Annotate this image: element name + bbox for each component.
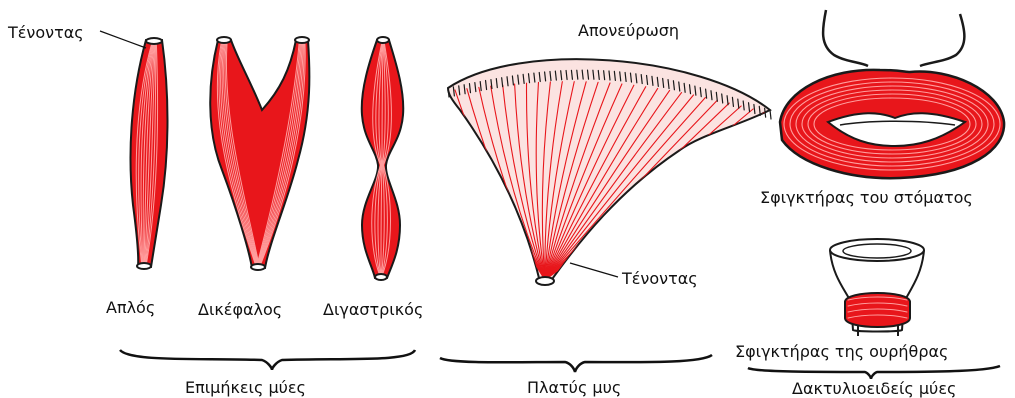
mouth-sphincter [780, 10, 1004, 178]
biceps-right-head-tendon [295, 37, 309, 43]
flat-tendon-pointer-line [570, 263, 618, 277]
urethral-sphincter [830, 239, 924, 336]
simple-muscle-label: Απλός [106, 298, 155, 317]
longitudinal-group-label: Επιμήκεις μύες [185, 378, 306, 397]
flat-tendon-label: Τένοντας [621, 269, 698, 288]
urethral-sphincter-label: Σφιγκτήρας της ουρήθρας [735, 342, 948, 361]
longitudinal-brace [120, 350, 415, 370]
biceps-bottom-tendon [251, 264, 265, 270]
flat-muscle-tendon [536, 277, 554, 285]
ring-brace [748, 366, 1000, 379]
simple-muscle-bottom-tendon [137, 263, 151, 269]
tendon-pointer-line [100, 31, 146, 48]
digastric-top-tendon [377, 37, 389, 43]
flat-muscle [448, 59, 771, 285]
mouth-sphincter-label: Σφιγκτήρας του στόματος [760, 188, 973, 207]
ring-group-label: Δακτυλιοειδείς μύες [792, 379, 956, 398]
aponeurosis-tick [770, 110, 771, 119]
simple-muscle [131, 38, 168, 269]
sphincter-ring [845, 293, 910, 327]
biceps-muscle-label: Δικέφαλος [198, 300, 282, 319]
tendon-label-top: Τένοντας [7, 23, 84, 42]
digastric-bottom-tendon [375, 274, 387, 280]
flat-brace [440, 355, 712, 372]
biceps-muscle [210, 37, 309, 270]
digastric-muscle-label: Διγαστρικός [323, 300, 423, 319]
biceps-left-head-tendon [217, 37, 231, 43]
aponeurosis-label: Απονεύρωση [578, 21, 679, 40]
digastric-muscle [362, 37, 404, 280]
bladder-rim-inner [843, 244, 911, 258]
nose-outline [823, 10, 964, 66]
simple-muscle-top-tendon [146, 38, 162, 44]
flat-group-label: Πλατύς μυς [527, 378, 621, 397]
